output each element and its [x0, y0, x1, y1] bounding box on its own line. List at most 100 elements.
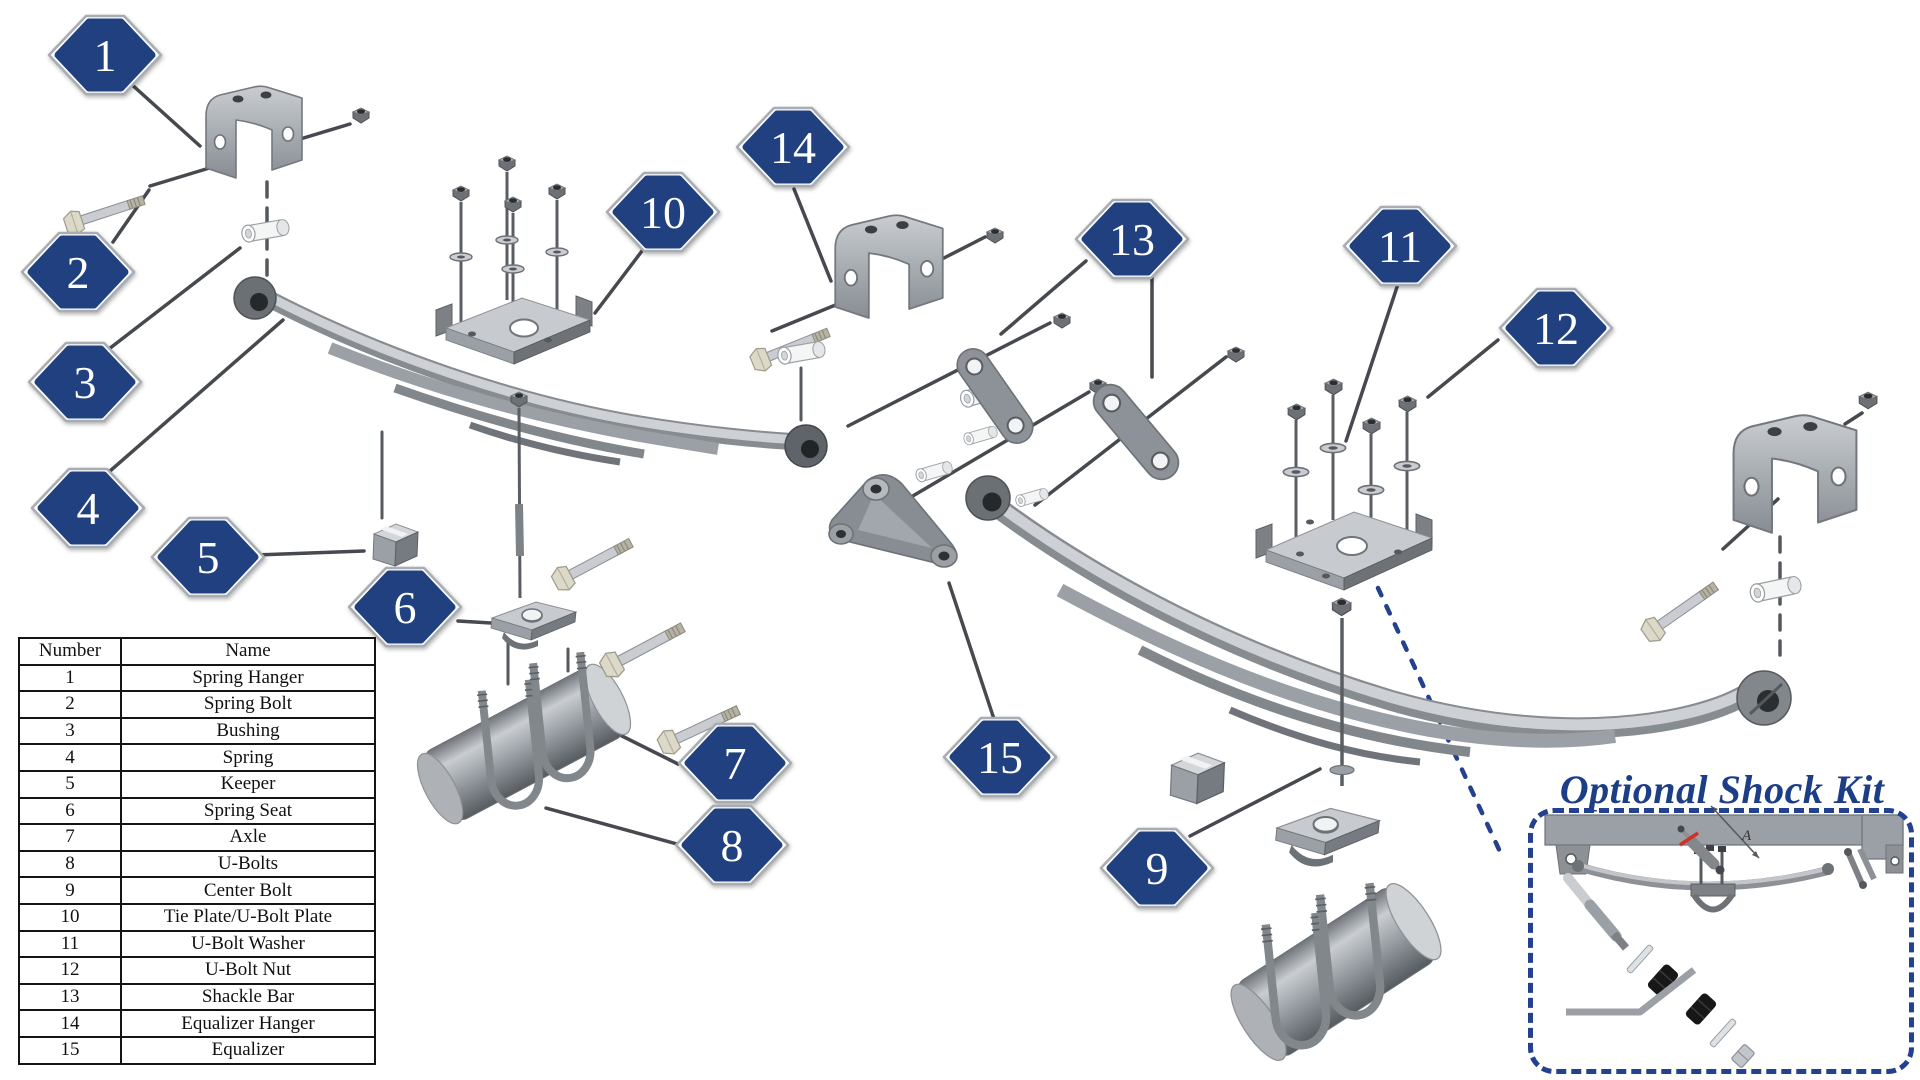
shackle-bushing-4 — [1014, 486, 1051, 509]
axle-front — [416, 663, 632, 825]
part-number: 12 — [18, 956, 122, 985]
part-name: Shackle Bar — [120, 982, 376, 1012]
part-name: U-Bolt Nut — [120, 956, 376, 985]
part-name: Equalizer — [120, 1035, 376, 1065]
badge-15: 15 — [942, 716, 1058, 798]
badge-11: 11 — [1342, 205, 1458, 287]
shock-kit-title: Optional Shock Kit — [1559, 767, 1885, 812]
badge-14: 14 — [735, 106, 851, 188]
spring-seat-rear — [1274, 807, 1381, 868]
leaf-spring-rear — [965, 475, 1792, 766]
part-name: U-Bolt Washer — [120, 929, 376, 959]
part-number: 4 — [18, 743, 122, 772]
badge-13: 13 — [1074, 198, 1190, 280]
leaf-spring-front — [233, 276, 828, 468]
badge-8: 8 — [674, 804, 790, 886]
shackle-nut-1 — [1053, 312, 1071, 329]
part-name: Spring Bolt — [120, 690, 376, 719]
svg-text:1: 1 — [94, 30, 117, 81]
center-bolt-rear — [1329, 597, 1355, 786]
part-number: 2 — [18, 690, 122, 719]
axle-rear — [1230, 883, 1442, 1061]
svg-text:10: 10 — [640, 187, 686, 238]
part-name: Spring Hanger — [120, 663, 376, 693]
part-name: Spring Seat — [120, 796, 376, 826]
part-number: 10 — [18, 902, 122, 932]
svg-text:5: 5 — [197, 532, 220, 583]
shock-kit-dashed-box — [1528, 808, 1914, 1074]
part-name: Keeper — [120, 769, 376, 799]
shock-kit-illustration: A — [1544, 805, 1904, 1068]
header-name: Name — [120, 637, 376, 666]
bushing-rear — [1747, 574, 1804, 605]
part-name: Center Bolt — [120, 876, 376, 905]
part-name: Spring — [120, 743, 376, 772]
badge-5: 5 — [150, 516, 266, 598]
hanger-nut-front — [352, 107, 370, 124]
equalizer-hanger — [834, 214, 944, 319]
badge-2: 2 — [20, 231, 136, 313]
tie-plate-front — [435, 155, 593, 365]
equalizer-hanger-nut — [986, 227, 1004, 244]
center-bolt-front — [510, 391, 528, 599]
badge-12: 12 — [1498, 287, 1614, 369]
tie-plate-rear — [1255, 378, 1434, 591]
part-number: 7 — [18, 823, 122, 852]
shackle-bar-2 — [1092, 383, 1180, 481]
svg-text:11: 11 — [1378, 221, 1422, 272]
badge-10: 10 — [605, 171, 721, 253]
svg-text:6: 6 — [394, 582, 417, 633]
part-number: 1 — [18, 663, 122, 693]
part-number: 13 — [18, 982, 122, 1012]
part-number: 3 — [18, 716, 122, 746]
part-number: 11 — [18, 929, 122, 959]
part-name: U-Bolts — [120, 849, 376, 879]
spring-hanger-front — [205, 85, 303, 179]
svg-text:2: 2 — [67, 247, 90, 298]
svg-text:8: 8 — [721, 820, 744, 871]
part-name: Bushing — [120, 716, 376, 746]
badge-6: 6 — [347, 566, 463, 648]
table-header-row: Number Name — [18, 637, 376, 666]
spring-hanger-rear — [1732, 414, 1858, 534]
svg-text:12: 12 — [1533, 303, 1579, 354]
badge-1: 1 — [47, 14, 163, 96]
svg-text:14: 14 — [770, 122, 816, 173]
part-number: 15 — [18, 1035, 122, 1065]
part-number: 14 — [18, 1009, 122, 1038]
shock-length-dimension-label: A — [1741, 828, 1752, 844]
shackle-bolt-1 — [548, 530, 638, 595]
spring-seat-front — [490, 601, 577, 651]
svg-text:7: 7 — [724, 738, 747, 789]
svg-text:13: 13 — [1109, 214, 1155, 265]
equalizer — [828, 474, 958, 568]
part-number: 8 — [18, 849, 122, 879]
part-number: 9 — [18, 876, 122, 905]
badge-3: 3 — [27, 341, 143, 423]
badge-7: 7 — [677, 722, 793, 804]
badge-4: 4 — [30, 467, 146, 549]
hanger-nut-rear — [1858, 391, 1878, 410]
keeper-front — [372, 523, 419, 567]
svg-text:3: 3 — [74, 357, 97, 408]
part-name: Axle — [120, 823, 376, 852]
svg-text:9: 9 — [1146, 843, 1169, 894]
keeper-rear — [1169, 752, 1226, 805]
